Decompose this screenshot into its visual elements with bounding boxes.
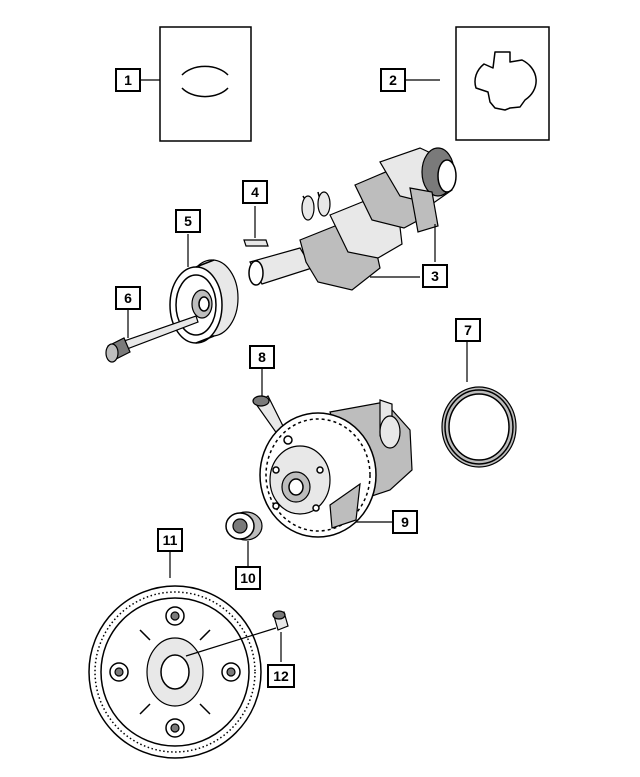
callout-5[interactable]: 5	[175, 209, 201, 233]
callout-9[interactable]: 9	[392, 510, 418, 534]
svg-text:8: 8	[258, 349, 266, 365]
svg-text:4: 4	[251, 184, 259, 200]
svg-text:10: 10	[240, 570, 256, 586]
pilot-bearing	[225, 511, 263, 541]
callout-12[interactable]: 12	[267, 664, 295, 688]
svg-text:9: 9	[401, 514, 409, 530]
thrust-bearing-inset	[455, 26, 550, 141]
vibration-damper	[169, 259, 239, 344]
svg-text:7: 7	[464, 322, 472, 338]
callout-3[interactable]: 3	[422, 264, 448, 288]
svg-text:2: 2	[389, 72, 397, 88]
callout-1[interactable]: 1	[115, 68, 141, 92]
callout-2[interactable]: 2	[380, 68, 406, 92]
callout-6[interactable]: 6	[115, 286, 141, 310]
svg-text:11: 11	[163, 532, 178, 548]
svg-text:6: 6	[124, 290, 132, 306]
svg-text:5: 5	[184, 213, 192, 229]
svg-text:12: 12	[273, 668, 289, 684]
main-bearing-inset	[159, 26, 252, 142]
callout-8[interactable]: 8	[249, 345, 275, 369]
crankshaft	[248, 147, 457, 291]
callout-11[interactable]: 11	[157, 528, 183, 552]
tone-wheel-bolt	[252, 395, 287, 439]
rear-main-seal	[441, 386, 517, 468]
svg-text:1: 1	[124, 72, 132, 88]
callout-4[interactable]: 4	[242, 180, 268, 204]
damper-bolt	[105, 315, 199, 363]
svg-text:3: 3	[431, 268, 439, 284]
flexplate-bolt	[272, 610, 289, 631]
flexplate	[88, 585, 262, 759]
crankshaft-tone-wheel-assembly	[259, 399, 413, 538]
woodruff-key	[243, 239, 269, 247]
callout-10[interactable]: 10	[235, 566, 261, 590]
callout-7[interactable]: 7	[455, 318, 481, 342]
